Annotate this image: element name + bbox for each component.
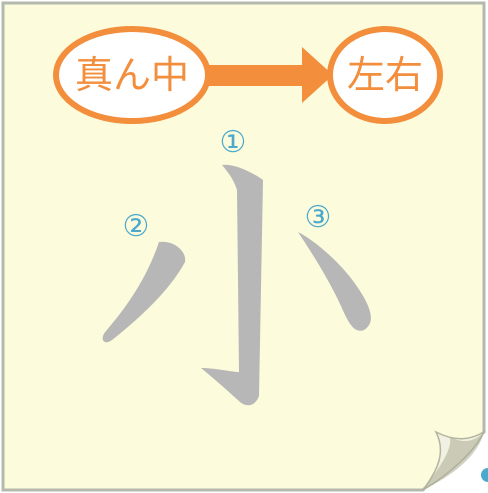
stroke-3 [298, 232, 371, 331]
stroke-number-1: ① [220, 125, 247, 160]
to-label: 左右 [347, 53, 423, 97]
arrow-right-icon [206, 47, 333, 103]
stroke-2 [102, 241, 186, 343]
character-strokes [102, 164, 371, 406]
to-oval [327, 26, 443, 124]
stroke-number-2: ② [123, 209, 150, 244]
stroke-1 [201, 164, 263, 406]
from-label: 真ん中 [75, 53, 189, 97]
stroke-order-header: 真ん中 左右 [53, 26, 443, 124]
stroke-number-3: ③ [305, 200, 332, 235]
page-curl-icon [422, 430, 488, 491]
